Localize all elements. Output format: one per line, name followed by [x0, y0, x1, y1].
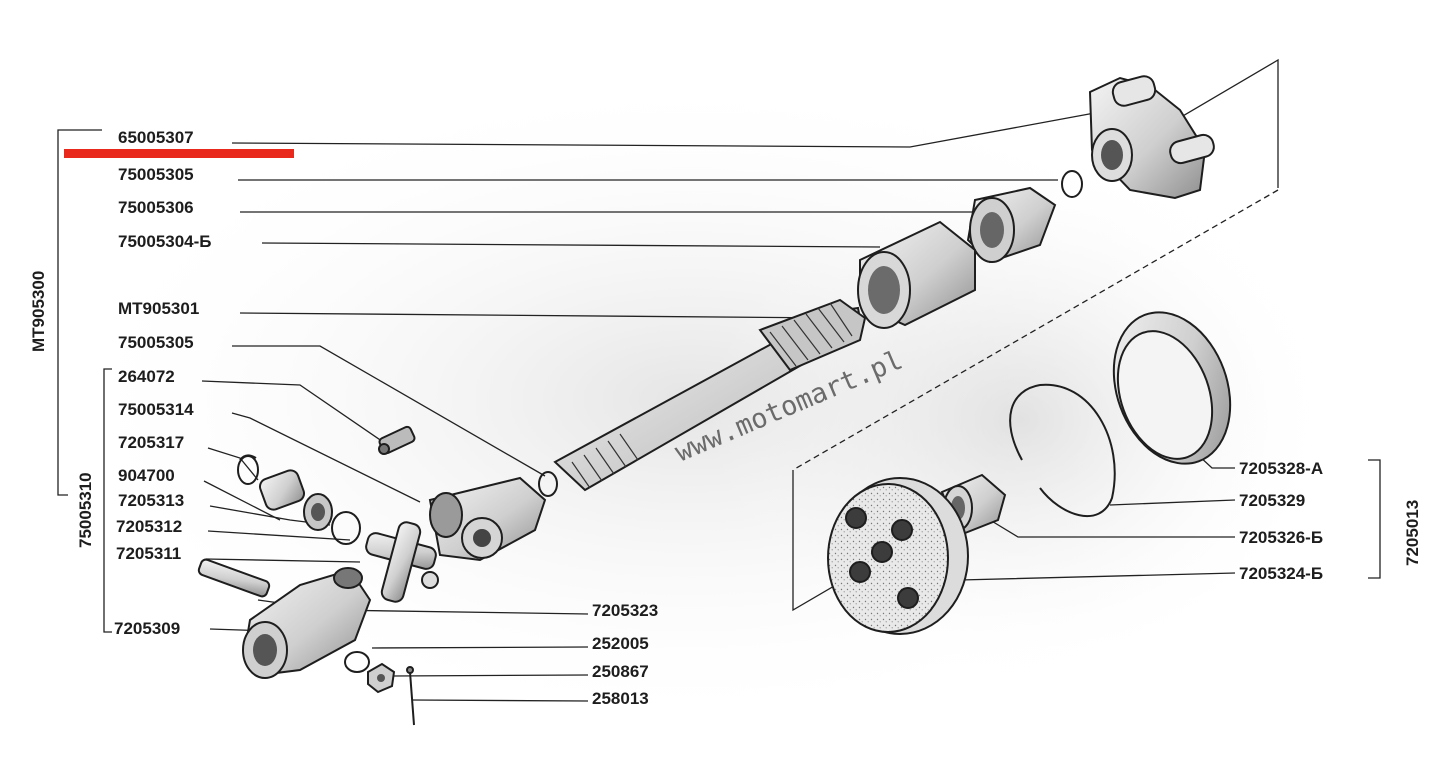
part-label: 7205311 — [116, 544, 181, 563]
split-ring-part — [1009, 383, 1116, 517]
part-label: 7205323 — [592, 601, 658, 620]
part-label: 7205329 — [1239, 491, 1305, 510]
right-labels: 7205328-А 7205329 7205326-Б 7205324-Б — [1239, 459, 1323, 583]
flange-bracket-part — [1088, 75, 1215, 200]
bolt-part — [197, 558, 271, 598]
lower-yoke-part — [242, 567, 372, 679]
part-label: 252005 — [592, 634, 649, 653]
subassembly-left-label: 75005310 — [76, 472, 95, 548]
part-label: 7205328-А — [1239, 459, 1323, 478]
left-labels: 65005307 75005305 75005306 75005304-Б MT… — [114, 128, 212, 638]
part-label: MT905301 — [118, 299, 199, 318]
part-label: 7205324-Б — [1239, 564, 1323, 583]
bottom-labels: 7205323 252005 250867 258013 — [592, 601, 658, 708]
splined-shaft-part — [553, 298, 867, 492]
disc-part — [827, 477, 969, 635]
highlight-underline — [64, 149, 294, 158]
part-label: 258013 — [592, 689, 649, 708]
bushing-part — [857, 220, 976, 329]
part-label: 264072 — [118, 367, 175, 386]
part-label: 75005306 — [118, 198, 194, 217]
outer-ring-part — [1112, 311, 1232, 465]
cross-spider-part — [365, 521, 439, 603]
grease-fitting-part — [378, 425, 416, 455]
part-label: 250867 — [592, 662, 649, 681]
part-label: 75005314 — [118, 400, 194, 419]
part-label: 65005307 — [118, 128, 194, 147]
part-label: 904700 — [118, 466, 175, 485]
part-label: 7205317 — [118, 433, 184, 452]
part-label: 7205326-Б — [1239, 528, 1323, 547]
part-label: 7205313 — [118, 491, 184, 510]
yoke-part — [428, 476, 547, 562]
part-label: 7205312 — [116, 517, 182, 536]
brackets — [57, 129, 1381, 633]
tapered-sleeve-part — [966, 186, 1057, 264]
bearing-set-part — [237, 454, 361, 545]
assembly-label: MT905300 — [29, 271, 48, 352]
subassembly-right-label: 7205013 — [1403, 500, 1422, 566]
nut-part — [367, 662, 396, 694]
snap-ring-small — [1061, 170, 1083, 198]
part-label: 75005305 — [118, 165, 194, 184]
cotter-pin-part — [406, 666, 415, 726]
shaft-ring — [538, 471, 558, 497]
washer-part — [344, 651, 370, 673]
part-label: 7205309 — [114, 619, 180, 638]
part-label: 75005304-Б — [118, 232, 212, 251]
part-label: 75005305 — [118, 333, 194, 352]
leader-lines — [201, 111, 1236, 702]
